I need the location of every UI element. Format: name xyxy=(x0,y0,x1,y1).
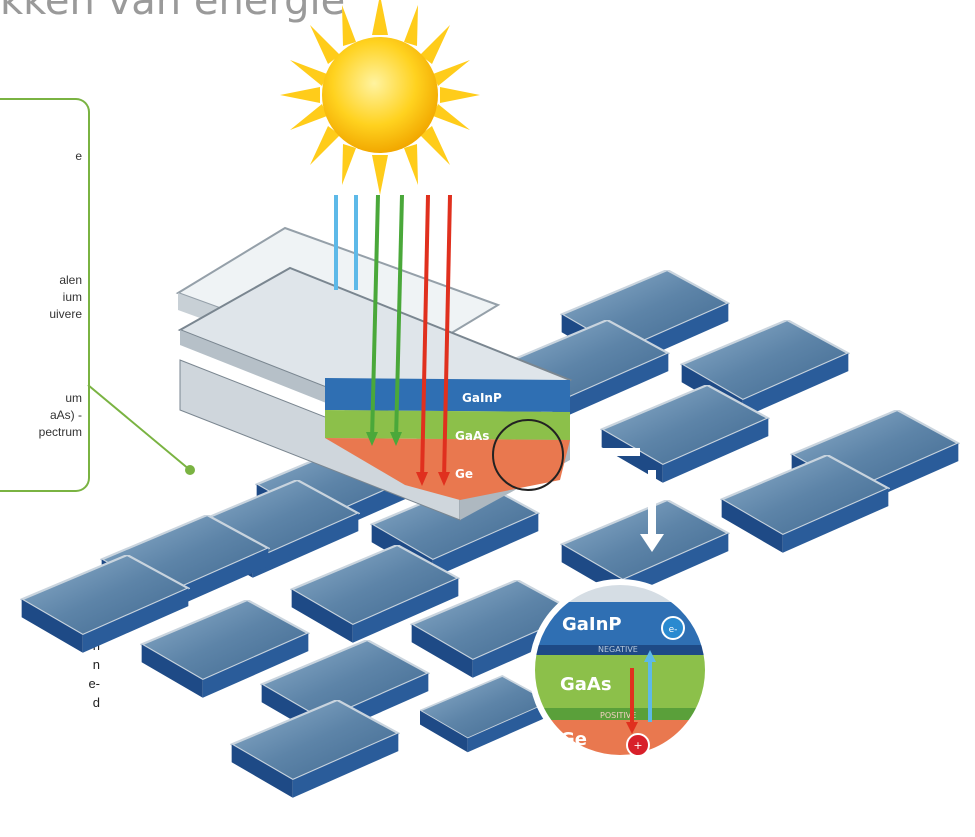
light-rays xyxy=(334,194,452,481)
info-callout-box: e alen ium uivere um aAs) - pectrum xyxy=(0,98,90,492)
hole-symbol: + xyxy=(633,739,642,752)
page-title: kken van energie xyxy=(0,0,346,24)
callout-text-1: e xyxy=(75,149,82,163)
sun-icon xyxy=(280,0,480,195)
layer-gaas-label: GaAs xyxy=(455,429,489,443)
layer-gainp-label: GaInP xyxy=(462,391,502,405)
zoom-positive-label: POSITIVE xyxy=(600,711,636,720)
electron-symbol: e- xyxy=(669,625,678,635)
hole-icon xyxy=(626,733,650,757)
zoom-gainp-label: GaInP xyxy=(562,614,622,635)
callout-text-2: alen ium uivere xyxy=(49,273,82,321)
zoom-negative-label: NEGATIVE xyxy=(598,645,638,654)
layer-ge-label: Ge xyxy=(455,467,473,481)
callout-connector-line xyxy=(87,384,191,471)
zoom-gaas-label: GaAs xyxy=(560,674,612,695)
zoom-ge-label: Ge xyxy=(560,729,587,750)
zoom-arrows xyxy=(580,440,664,552)
callout-connector-dot xyxy=(185,465,195,475)
zoom-magnifier: GaInP NEGATIVE GaAs POSITIVE Ge e- + xyxy=(529,579,711,761)
callout-text-3: um aAs) - pectrum xyxy=(38,391,82,439)
zoom-focus-circle xyxy=(492,419,564,491)
electron-icon xyxy=(661,616,685,640)
ray-arrowheads xyxy=(366,432,450,486)
